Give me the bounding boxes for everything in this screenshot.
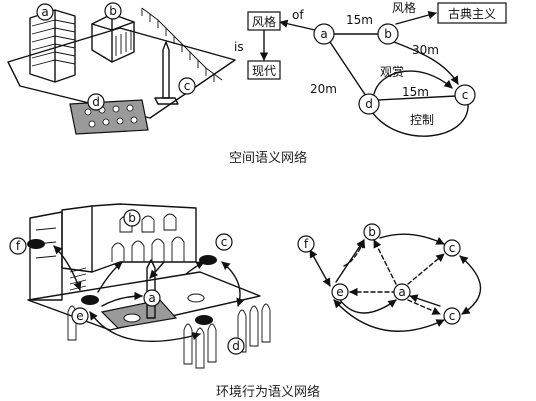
node2-c2 [443, 307, 461, 325]
node-a-label: a [320, 27, 327, 41]
edge-label-bc: 30m [412, 43, 439, 57]
node-b [377, 23, 399, 45]
sketch2-label-b: b [128, 211, 136, 225]
edge2-a-c2 [407, 299, 441, 315]
sketch-label-c-text: c [184, 79, 191, 93]
node-d-label: d [365, 97, 373, 111]
edge-control [371, 103, 469, 137]
edge-label-ab: 15m [346, 13, 373, 27]
node2-c2-label: c [449, 309, 456, 323]
edge-a-d [329, 41, 367, 97]
edge2-f-e [309, 249, 331, 287]
top-sketch: a b c d [7, 2, 236, 135]
edge-view [373, 70, 453, 95]
sketch2-label-f: f [16, 239, 21, 253]
disk-c2 [195, 315, 213, 325]
edge-b-c [393, 41, 459, 85]
disk-f [27, 239, 45, 249]
box-modern-text: 现代 [252, 64, 276, 78]
edge2-a-b [373, 239, 397, 285]
edge-label-dc: 15m [402, 85, 429, 99]
arches [111, 213, 185, 262]
flow-e-a [101, 291, 143, 307]
flow-c1-c2 [221, 261, 245, 307]
node2-f [297, 235, 315, 253]
node2-c1-label: c [449, 241, 456, 255]
edge2-b-c1 [379, 233, 445, 245]
edge-label-ad: 20m [310, 82, 337, 96]
edge-d-c [377, 95, 457, 101]
node2-b [363, 223, 381, 241]
sketch2-label-c1: c [221, 235, 228, 249]
sketch2-label-e: e [76, 309, 83, 323]
flow-e-b [97, 261, 123, 293]
bottom-sketch: b c f a e d [9, 203, 271, 369]
flow-f-e [53, 245, 82, 291]
node2-c1 [443, 239, 461, 257]
bottom-network: f b c e a c [297, 223, 482, 332]
node-c-label: c [462, 88, 469, 102]
sketch-label-d [87, 93, 105, 111]
edge2-c2-a [409, 294, 441, 307]
edge-label-b-style: 风格 [392, 0, 416, 15]
tall-building [29, 9, 76, 83]
disk-e [81, 295, 99, 305]
node-b-label: b [384, 27, 392, 41]
sketch-label-c [178, 77, 196, 95]
sketch2-label-a: a [148, 291, 155, 305]
caption-top: 空间语义网络 [229, 150, 307, 166]
caption-bottom: 环境行为语义网络 [216, 384, 320, 400]
edge-label-is: is [234, 40, 244, 54]
box-style [247, 11, 281, 31]
edge-label-of: of [292, 8, 304, 22]
sketch-label-a [36, 3, 54, 21]
flow-e-c2 [89, 311, 201, 343]
top-network: 风格 现代 古典主义 a b c d of is 15m 风格 30m 20m … [234, 0, 507, 137]
box-classicism-text: 古典主义 [448, 6, 496, 21]
sketch-label-a-text: a [41, 5, 48, 19]
garden-plot [69, 99, 149, 135]
node2-b-label: b [368, 225, 376, 239]
classical-building [91, 13, 135, 63]
node2-e-label: e [336, 285, 343, 299]
edge2-e-c2 [333, 299, 445, 332]
edge-label-view: 观赏 [380, 65, 404, 79]
edge-b-classicism [395, 10, 437, 25]
node2-e [331, 283, 349, 301]
flow-a-c1 [185, 261, 205, 275]
sketch-label-d-text: d [92, 95, 100, 109]
node2-a-label: a [398, 285, 405, 299]
edge2-e-b-dash [343, 239, 366, 267]
sketch-label-b [104, 2, 122, 20]
node-c [454, 84, 476, 106]
box-style-text: 风格 [252, 14, 276, 29]
sketch2-label-d: d [232, 339, 240, 353]
edge-label-control: 控制 [410, 113, 434, 127]
edge2-a-c1 [407, 253, 445, 285]
box-modern [247, 60, 281, 80]
trees [67, 303, 271, 369]
box-classicism [437, 2, 507, 24]
edge2-c1-c2 [459, 255, 482, 315]
sketch-label-b-text: b [109, 4, 117, 18]
pool [100, 299, 178, 329]
edge-a-style [279, 19, 316, 31]
flow-b-a [149, 261, 165, 279]
obelisk [154, 41, 179, 105]
node2-f-label: f [304, 237, 309, 251]
node2-a [393, 283, 411, 301]
edge2-e-a-curve [339, 299, 397, 314]
node-d [358, 93, 380, 115]
node-a [313, 23, 335, 45]
